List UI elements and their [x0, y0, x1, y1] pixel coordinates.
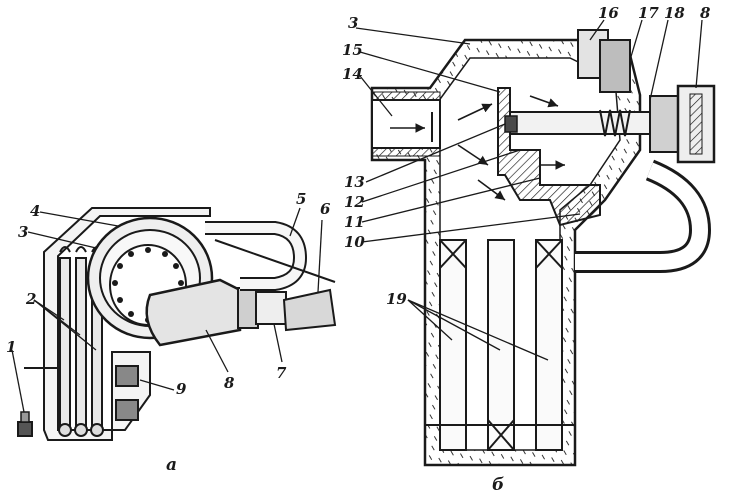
- label-a-7: 7: [276, 364, 287, 382]
- label-a-6: 6: [320, 200, 331, 218]
- inlet-pipe: [371, 99, 441, 149]
- label-b-13: 13: [344, 173, 365, 191]
- label-b-8: 8: [700, 4, 711, 22]
- label-b-14: 14: [342, 65, 363, 83]
- caption-a: а: [166, 455, 177, 475]
- valve-block: [497, 87, 601, 227]
- bracket-bolts: [115, 365, 139, 421]
- label-b-12: 12: [344, 193, 365, 211]
- label-a-1: 1: [6, 338, 16, 356]
- label-a-9: 9: [176, 380, 187, 398]
- outlet-fitting: [145, 278, 287, 347]
- label-b-16: 16: [598, 4, 619, 22]
- label-a-3: 3: [18, 223, 28, 241]
- label-b-11: 11: [344, 213, 365, 231]
- bracket: [43, 207, 211, 441]
- drain-plug: [17, 411, 33, 437]
- label-b-19: 19: [386, 290, 407, 308]
- caption-b: б: [492, 475, 504, 495]
- label-a-8: 8: [224, 374, 235, 392]
- label-a-2: 2: [25, 290, 36, 308]
- valve-spring: [599, 109, 631, 137]
- hose-right: [282, 288, 337, 332]
- filter-cartridges: [424, 239, 576, 466]
- label-a-5: 5: [296, 190, 306, 208]
- label-b-3: 3: [348, 14, 358, 32]
- label-b-18: 18: [664, 4, 685, 22]
- label-a-4: 4: [30, 202, 40, 220]
- view-b: 3 16 17 18 8 15 14 13 12 11 10 19 б: [342, 4, 716, 495]
- label-b-10: 10: [344, 233, 365, 251]
- label-b-17: 17: [638, 4, 659, 22]
- label-b-15: 15: [342, 41, 363, 59]
- right-fitting: [649, 84, 716, 164]
- view-a: 1 2 3 4 5 6 7 8 9 а: [6, 190, 337, 475]
- top-cap: [577, 29, 631, 93]
